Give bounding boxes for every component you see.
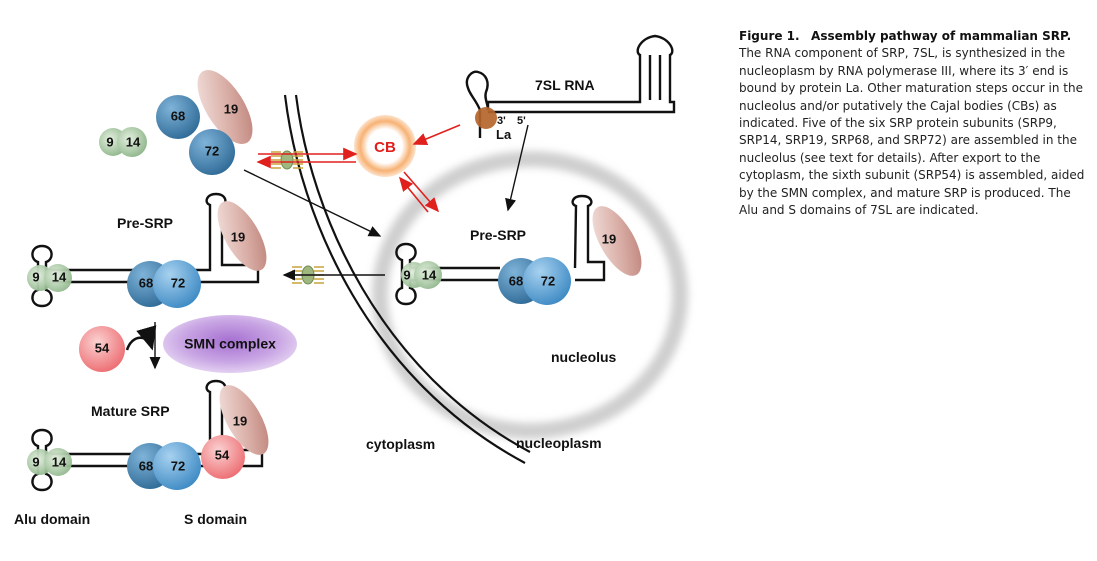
srp54-protein: [79, 326, 125, 372]
caption-label: Figure 1.: [739, 29, 800, 43]
three-prime-label: 3': [497, 115, 506, 127]
srp19-label: 19: [224, 101, 238, 116]
srp72-label: 72: [171, 275, 185, 290]
srp14-label: 14: [422, 267, 437, 282]
pre-srp-nucleolus: 19 9 14 68 72: [395, 194, 642, 306]
srp9-label: 9: [32, 454, 39, 469]
srp72-protein: [153, 442, 201, 490]
srp14-label: 14: [126, 134, 141, 149]
srp68-protein: [156, 95, 200, 139]
five-prime-label: 5': [517, 115, 526, 127]
s-domain-label: S domain: [184, 511, 247, 527]
rna-7sl-label: 7SL RNA: [535, 77, 595, 93]
srp9-label: 9: [403, 267, 410, 282]
srp19-label: 19: [231, 229, 245, 244]
cajal-body: CB: [354, 115, 416, 177]
nuclear-envelope-outer: [283, 94, 526, 464]
srp19-protein: [197, 69, 253, 145]
mature-srp-label: Mature SRP: [91, 403, 170, 419]
la-label: La: [496, 127, 512, 142]
import-arrow: [243, 169, 382, 237]
la-protein: [475, 107, 497, 129]
srp72-protein: [189, 129, 235, 175]
srp54-label: 54: [95, 340, 110, 355]
nucleolus-to-cb-arrow: [398, 176, 429, 213]
srp14-protein: [117, 127, 147, 157]
rna-7sl-structure: 3' 5' La: [465, 34, 676, 142]
pre-srp-nucleolus-label: Pre-SRP: [470, 227, 526, 243]
srp19-protein: [592, 206, 642, 276]
srp68-label: 68: [171, 108, 185, 123]
rna-to-nucleolus-arrow: [505, 124, 529, 212]
srp9-label: 9: [106, 134, 113, 149]
nucleoplasm-label: nucleoplasm: [516, 435, 602, 451]
srp72-protein: [153, 260, 201, 308]
smn-complex-label: SMN complex: [184, 336, 276, 352]
srp54-label: 54: [215, 447, 230, 462]
smn-complex: [163, 315, 297, 373]
srp72-label: 72: [171, 458, 185, 473]
srp19-protein: [217, 201, 267, 271]
cytoplasm-label: cytoplasm: [366, 436, 435, 452]
mature-srp: 19 9 14 68 72 54: [27, 379, 269, 492]
alu-domain-label: Alu domain: [14, 511, 90, 527]
srp72-label: 72: [205, 143, 219, 158]
srp72-label: 72: [541, 273, 555, 288]
srp68-label: 68: [139, 458, 153, 473]
srp54-protein: [201, 435, 245, 479]
pre-srp-cytoplasm: 19 9 14 68 72: [27, 192, 267, 308]
caption-title: Assembly pathway of mammalian SRP.: [811, 29, 1072, 43]
srp19-label: 19: [602, 231, 616, 246]
pre-srp-cytoplasm-label: Pre-SRP: [117, 215, 173, 231]
cb-label: CB: [374, 139, 396, 156]
srp72-protein: [523, 257, 571, 305]
rna-to-cb-arrow: [412, 124, 461, 146]
srp14-label: 14: [52, 269, 67, 284]
srp68-label: 68: [509, 273, 523, 288]
figure-caption: Figure 1. Assembly pathway of mammalian …: [739, 28, 1089, 219]
srp14-label: 14: [52, 454, 67, 469]
nucleolus-label: nucleolus: [551, 349, 617, 365]
caption-body: The RNA component of SRP, 7SL, is synthe…: [739, 46, 1085, 218]
nucleolus-ring: [372, 151, 688, 439]
srp19-label: 19: [233, 413, 247, 428]
srp9-label: 9: [32, 269, 39, 284]
srp54-binding-arrow: [125, 325, 157, 351]
srp19-protein: [219, 385, 269, 455]
srp68-label: 68: [139, 275, 153, 290]
nuclear-envelope-inner: [294, 94, 531, 453]
free-proteins: 19 68 72 9 14: [99, 69, 253, 175]
